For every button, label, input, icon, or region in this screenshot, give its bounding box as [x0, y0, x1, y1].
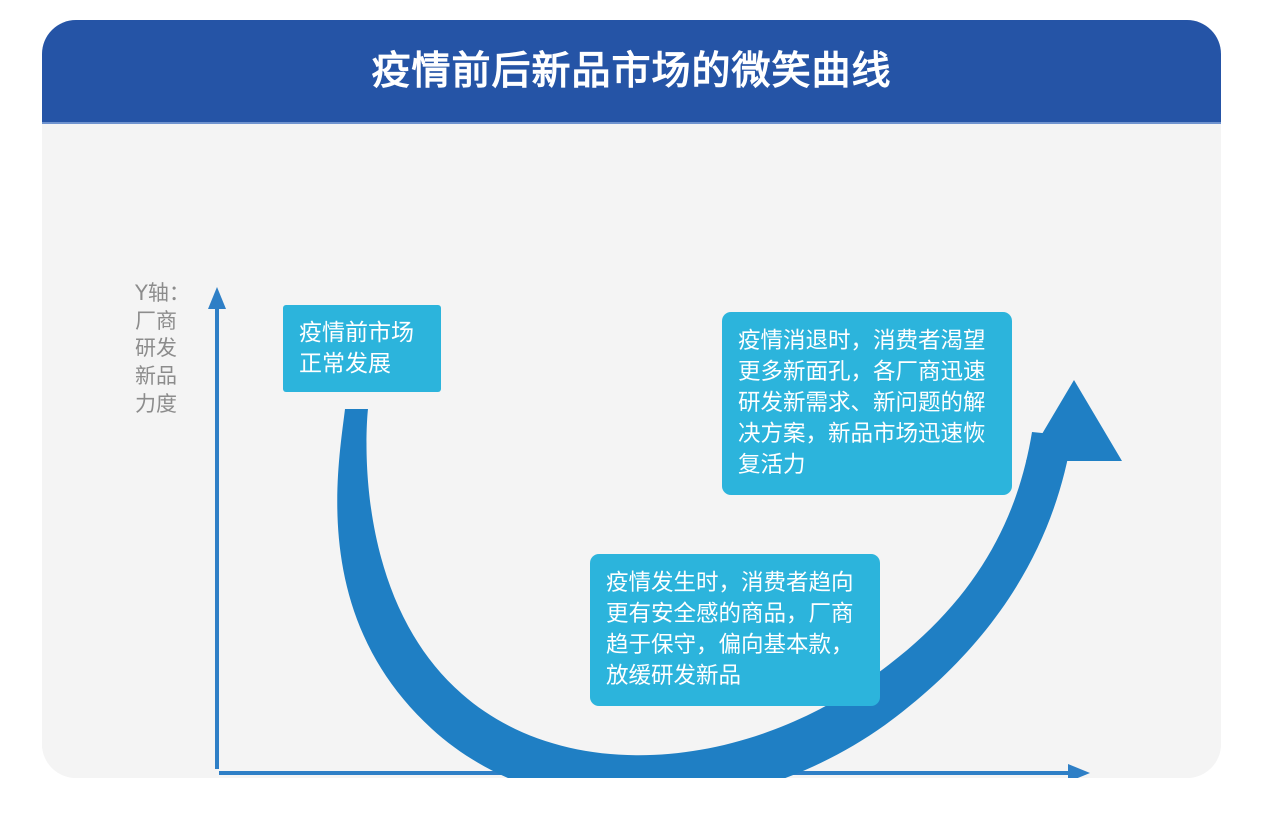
card-body: Y轴： 厂商 研发 新品 力度 X轴：消费者 购买新品意愿 疫情前市场 正常发展… [42, 124, 1221, 778]
y-axis [208, 287, 226, 769]
diagram-card: 疫情前后新品市场的微笑曲线 [42, 20, 1221, 778]
callout-post-pandemic: 疫情消退时，消费者渴望更多新面孔，各厂商迅速研发新需求、新问题的解决方案，新品市… [722, 312, 1012, 496]
y-axis-label: Y轴： 厂商 研发 新品 力度 [135, 281, 190, 416]
card-header: 疫情前后新品市场的微笑曲线 [42, 20, 1221, 124]
callout-during-pandemic: 疫情发生时，消费者趋向更有安全感的商品，厂商趋于保守，偏向基本款，放缓研发新品 [590, 554, 880, 707]
page-title: 疫情前后新品市场的微笑曲线 [371, 48, 892, 94]
x-axis [219, 764, 1090, 778]
callout-pre-pandemic: 疫情前市场 正常发展 [283, 305, 441, 393]
